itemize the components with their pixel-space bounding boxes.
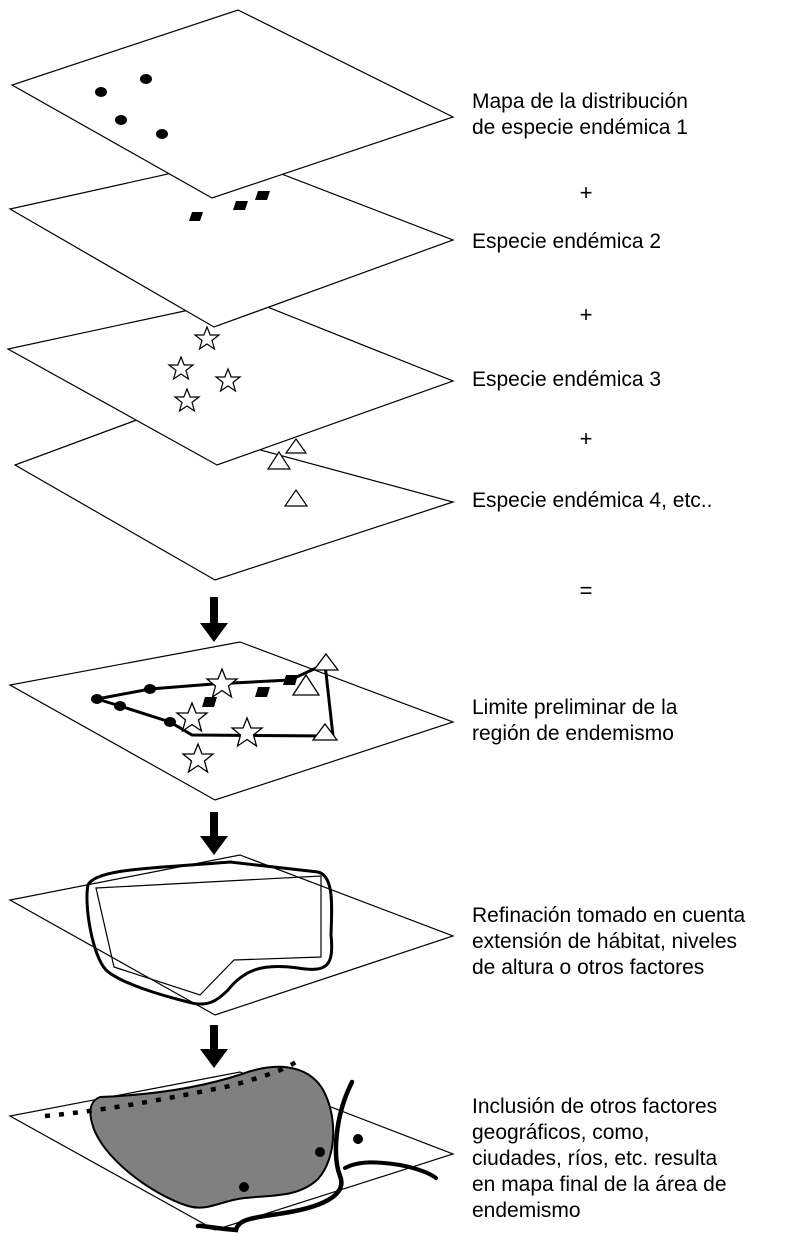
equals-operator: = <box>579 578 593 603</box>
label-final: Inclusión de otros factores geográficos,… <box>472 1094 727 1224</box>
label-line: Mapa de la distribución <box>472 90 688 113</box>
square-marker <box>233 201 248 210</box>
city-dot <box>353 1134 363 1144</box>
dot-marker <box>156 129 168 139</box>
dot-marker <box>114 701 126 711</box>
dot-marker <box>144 684 156 694</box>
dot-marker <box>91 694 103 704</box>
triangle-marker <box>266 450 292 470</box>
triangle-marker <box>283 488 309 507</box>
label-line: de altura o otros factores <box>472 956 705 979</box>
layer-species-1 <box>10 9 455 199</box>
label-line: extensión de hábitat, niveles <box>472 930 738 953</box>
label-line: Limite preliminar de la <box>472 696 678 719</box>
square-marker <box>255 191 270 200</box>
layer-refinement <box>8 854 455 1016</box>
layer-preliminary-boundary <box>8 641 455 801</box>
endemism-region <box>89 1065 335 1209</box>
label-species-2: Especie endémica 2 <box>472 230 662 253</box>
boundary-outline <box>96 662 335 738</box>
layer-final <box>8 1060 455 1233</box>
label-line: endemismo <box>472 1199 581 1222</box>
square-marker <box>189 212 203 221</box>
down-arrow-icon <box>200 597 228 642</box>
river <box>195 1079 355 1233</box>
down-arrow-icon <box>200 812 228 855</box>
label-line: en mapa final de la área de <box>472 1173 727 1196</box>
label-species-3: Especie endémica 3 <box>472 368 662 391</box>
label-line: Refinación tomado en cuenta <box>472 904 746 927</box>
label-species-4: Especie endémica 4, etc.. <box>472 489 713 512</box>
refined-region-outer <box>85 860 334 1006</box>
triangle-marker <box>284 437 308 454</box>
down-arrow-icon <box>200 1025 228 1068</box>
dot-marker <box>115 115 127 125</box>
label-preliminary: Limite preliminar de la región de endemi… <box>472 695 677 747</box>
triangle-marker <box>312 652 340 671</box>
city-dot <box>239 1182 249 1192</box>
layer-species-2 <box>8 157 455 328</box>
layer-species-4 <box>13 417 456 581</box>
plus-operator: + <box>579 426 593 451</box>
label-species-1: Mapa de la distribución de especie endém… <box>472 89 688 141</box>
dot-marker <box>164 717 176 727</box>
square-marker <box>202 697 217 707</box>
triangle-marker <box>311 722 339 741</box>
label-line: geográficos, como, <box>472 1121 650 1144</box>
preliminary-outline <box>95 875 322 996</box>
square-marker <box>255 687 270 697</box>
triangle-marker <box>291 673 321 696</box>
label-line: de especie endémica 1 <box>472 116 688 139</box>
label-line: Inclusión de otros factores <box>472 1095 718 1118</box>
label-line: región de endemismo <box>472 722 674 745</box>
dot-marker <box>140 74 152 84</box>
dot-marker <box>95 87 107 97</box>
square-marker <box>283 675 298 685</box>
label-line: ciudades, ríos, etc. resulta <box>472 1147 718 1170</box>
plus-operator: + <box>579 180 593 205</box>
plus-operator: + <box>579 302 593 327</box>
layer-species-3 <box>6 297 455 466</box>
label-refinement: Refinación tomado en cuenta extensión de… <box>472 903 745 981</box>
city-dot <box>315 1147 325 1157</box>
river-branch <box>343 1160 438 1180</box>
